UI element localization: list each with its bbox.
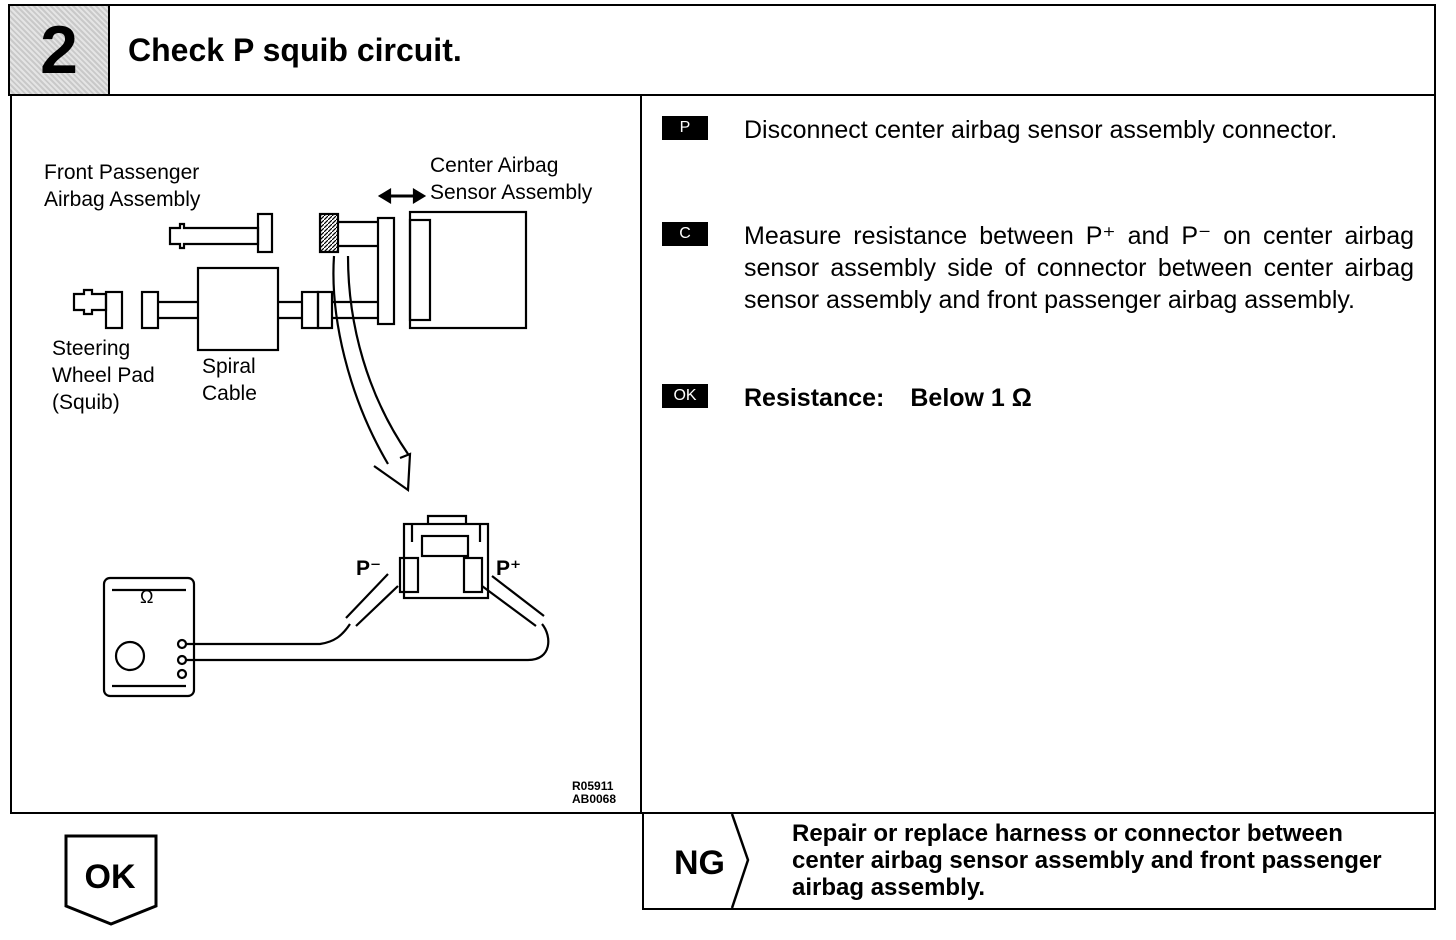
curved-arrow	[332, 255, 389, 465]
passenger-connector	[256, 212, 274, 254]
steering-plug	[72, 288, 108, 316]
label-spiral: Spiral	[202, 355, 256, 378]
label-squib: (Squib)	[52, 391, 120, 414]
check-badge: C	[662, 222, 708, 246]
ng-result-label: NG	[674, 844, 725, 882]
hatched-connector	[318, 212, 340, 254]
label-cable: Cable	[202, 382, 257, 405]
step-header: 2 Check P squib circuit.	[8, 4, 1436, 96]
step-disconnect-text: Disconnect center airbag sensor assembly…	[744, 116, 1338, 144]
bottom-connector	[402, 522, 490, 600]
resistance-value: Below 1 Ω	[910, 384, 1032, 412]
diagram-panel: Front Passenger Airbag Assembly Center A…	[10, 96, 642, 814]
ng-chevron	[730, 814, 750, 908]
label-p-plus: P⁺	[496, 557, 522, 580]
spiral-cable-box	[196, 266, 280, 352]
instructions-panel: P Disconnect center airbag sensor assemb…	[640, 96, 1436, 814]
label-center-airbag: Center Airbag	[430, 154, 559, 177]
ok-badge: OK	[662, 384, 708, 408]
ok-criteria-text: Resistance: Below 1 Ω	[744, 382, 1414, 414]
test-wire-1	[186, 623, 351, 646]
circuit-diagram	[72, 188, 550, 698]
label-front-passenger: Front Passenger	[44, 161, 200, 184]
ng-result-box: NG Repair or replace harness or connecto…	[642, 814, 1436, 910]
label-airbag-assembly: Airbag Assembly	[44, 188, 201, 211]
figure-code-2: AB0068	[572, 792, 617, 806]
step-title: Check P squib circuit.	[128, 32, 462, 68]
step-number: 2	[40, 12, 78, 88]
resistance-label: Resistance:	[744, 384, 885, 412]
probe-left	[345, 573, 399, 627]
ok-arrow-shape	[64, 834, 158, 926]
step-measure-text: Measure resistance between P⁺ and P⁻ on …	[744, 222, 1414, 314]
ohm-symbol: Ω	[140, 587, 154, 607]
passenger-airbag-plug	[168, 222, 260, 250]
label-sensor-assembly: Sensor Assembly	[430, 181, 593, 204]
ohmmeter	[102, 576, 196, 698]
prep-badge: P	[662, 116, 708, 140]
test-wire-2	[186, 623, 550, 662]
label-p-minus: P⁻	[356, 557, 382, 580]
sensor-assembly-box	[408, 210, 528, 330]
step-number-box: 2	[10, 6, 110, 94]
label-wheel-pad: Wheel Pad	[52, 364, 155, 387]
ok-result-label: OK	[84, 858, 136, 896]
label-steering: Steering	[52, 337, 131, 360]
ng-action-text: Repair or replace harness or connector b…	[792, 820, 1382, 901]
figure-code-1: R05911	[572, 779, 614, 793]
probe-right	[481, 575, 545, 627]
